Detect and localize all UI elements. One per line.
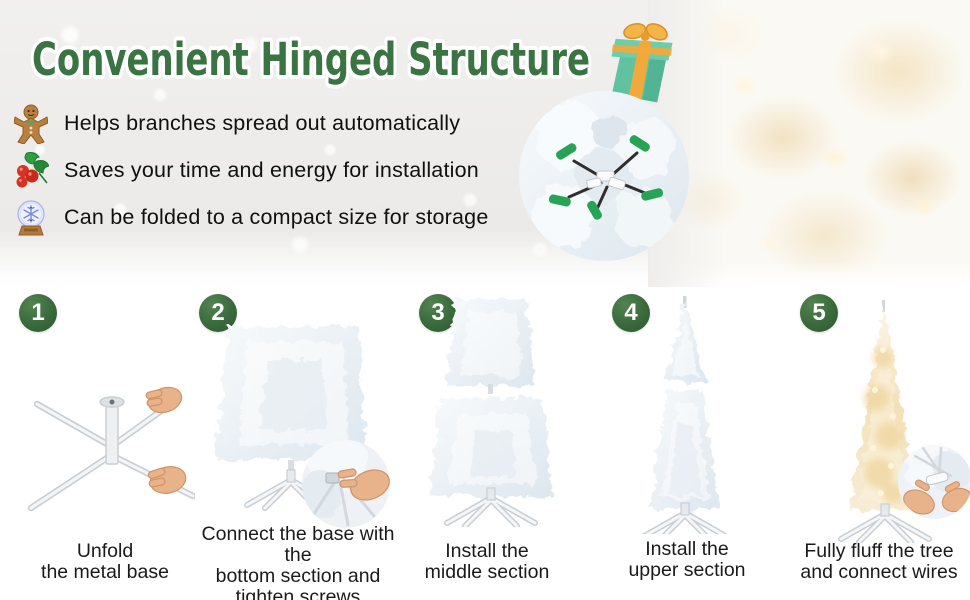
step-4-number-badge: 4 — [612, 294, 650, 332]
page-title: Convenient Hinged Structure — [32, 33, 590, 86]
feature-bullet-list: Helps branches spread out automatically … — [12, 100, 572, 241]
step-3-caption: Install the middle section — [424, 540, 550, 583]
step-2-caption: Connect the base with the bottom section… — [201, 523, 395, 600]
step-2-photo-connect-base — [198, 320, 393, 535]
snowglobe-icon — [12, 198, 50, 238]
bullet-item: Saves your time and energy for installat… — [12, 147, 572, 194]
step-4-caption: Install the upper section — [628, 538, 746, 581]
step-2-number-badge: 2 — [199, 294, 237, 332]
step-3-photo-middle-section — [418, 292, 563, 532]
gingerbread-icon — [12, 104, 50, 144]
hero-section: Convenient Hinged Structure — [0, 0, 970, 287]
step-1-number-badge: 1 — [19, 294, 57, 332]
step-5-photo-fluff-tree — [823, 298, 970, 548]
bullet-text: Saves your time and energy for installat… — [64, 158, 479, 182]
white-tree-lights-photo — [648, 0, 970, 287]
page-title-wrap: Convenient Hinged Structure — [28, 29, 594, 90]
step-1-photo-unfold-base — [15, 360, 197, 530]
bullet-item: Can be folded to a compact size for stor… — [12, 194, 572, 241]
step-5-caption: Fully fluff the tree and connect wires — [800, 540, 958, 583]
holly-icon — [12, 151, 50, 191]
hinge-closeup-photo — [519, 91, 689, 261]
step-1-caption: Unfold the metal base — [41, 540, 169, 583]
step-4-photo-upper-section — [618, 294, 753, 539]
step-3-number-badge: 3 — [419, 294, 457, 332]
gift-icon — [611, 23, 673, 103]
step-5-number-badge: 5 — [800, 294, 838, 332]
bullet-text: Helps branches spread out automatically — [64, 111, 461, 135]
bullet-item: Helps branches spread out automatically — [12, 100, 572, 147]
bullet-text: Can be folded to a compact size for stor… — [64, 205, 489, 229]
